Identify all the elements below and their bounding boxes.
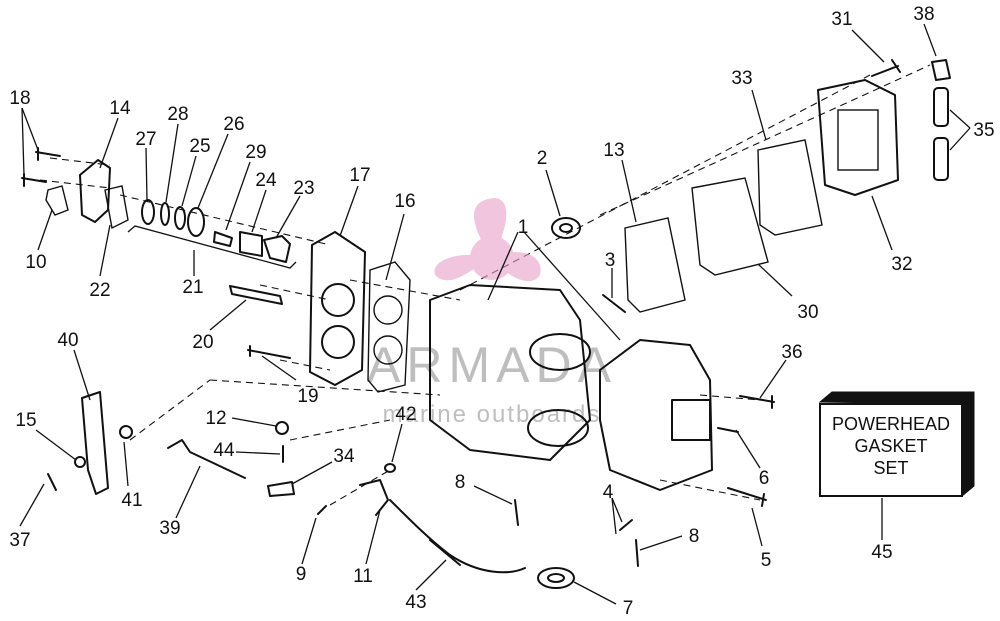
tube-part-35b — [933, 137, 949, 181]
callout-8-left: 8 — [455, 472, 466, 493]
bolt-part-19 — [247, 345, 291, 359]
crankcase — [599, 339, 713, 491]
powerhead-gasket-set-box: POWERHEAD GASKET SET — [818, 391, 975, 498]
callout-17: 17 — [349, 165, 370, 186]
callout-26: 26 — [223, 114, 244, 135]
link-part-43 — [389, 499, 526, 574]
seal-part-2 — [551, 217, 581, 239]
callout-36: 36 — [781, 342, 802, 363]
callout-22: 22 — [89, 280, 110, 301]
callout-12: 12 — [205, 408, 226, 429]
cover-gasket-part-22 — [104, 185, 129, 230]
callout-1: 1 — [518, 217, 529, 238]
callout-39: 39 — [159, 518, 180, 539]
callout-7: 7 — [623, 598, 634, 619]
pin-part-3 — [602, 294, 626, 313]
callout-labels: 1 2 3 4 5 6 7 8 8 9 10 11 12 13 14 15 16… — [9, 4, 994, 619]
gasket-part-10 — [45, 185, 69, 216]
pin-part-4 — [619, 519, 633, 531]
lever-part-40 — [81, 391, 109, 495]
gasket-part-33 — [757, 139, 823, 236]
tube-part-35a — [933, 87, 949, 127]
leader-lines — [19, 23, 971, 605]
callout-15: 15 — [15, 410, 36, 431]
screw-parts-18 — [21, 147, 61, 187]
callout-35: 35 — [973, 120, 994, 141]
callout-44: 44 — [213, 440, 235, 461]
callout-6: 6 — [759, 468, 770, 489]
screw-part-37 — [47, 473, 57, 491]
callout-30: 30 — [797, 302, 818, 323]
link-part-34 — [267, 481, 295, 497]
callout-16: 16 — [394, 191, 415, 212]
callout-27: 27 — [135, 129, 156, 150]
callout-23: 23 — [293, 178, 314, 199]
gasket-set-line-3: SET — [873, 458, 908, 478]
cylinder-block — [429, 284, 591, 461]
callout-10: 10 — [25, 252, 46, 273]
seal-part-7 — [537, 567, 575, 589]
washer-part-41 — [119, 425, 133, 439]
callout-31: 31 — [831, 9, 852, 30]
callout-4: 4 — [603, 482, 614, 503]
callout-42: 42 — [395, 404, 416, 425]
nut-part-12 — [275, 421, 289, 435]
callout-33: 33 — [731, 68, 752, 89]
callout-40: 40 — [57, 330, 78, 351]
callout-11: 11 — [353, 566, 373, 587]
callout-28: 28 — [167, 104, 188, 125]
sensor-part-20 — [229, 285, 283, 305]
watermark-brand: ARMADA — [367, 337, 617, 393]
bolt-part-36 — [739, 395, 775, 409]
callout-29: 29 — [245, 142, 266, 163]
bracket-part-11 — [359, 479, 389, 516]
stud-part-8b — [635, 539, 639, 567]
gasket-part-13 — [624, 217, 686, 313]
gasket-set-line-1: POWERHEAD — [832, 414, 950, 434]
callout-2: 2 — [537, 148, 548, 169]
callout-37: 37 — [9, 530, 30, 551]
callout-24: 24 — [255, 170, 277, 191]
callout-41: 41 — [121, 490, 142, 511]
gasket-part-30 — [691, 177, 769, 276]
callout-13: 13 — [603, 140, 624, 161]
callout-19: 19 — [297, 386, 318, 407]
head-gasket-part-16 — [367, 261, 411, 393]
callout-8-right: 8 — [689, 526, 700, 547]
rod-part-39 — [167, 439, 246, 479]
cylinder-head-part-17 — [309, 231, 366, 386]
gasket-set-line-2: GASKET — [854, 436, 927, 456]
cover-part-32 — [817, 79, 899, 196]
callout-25: 25 — [189, 136, 210, 157]
callout-20: 20 — [192, 332, 213, 353]
callout-32: 32 — [891, 254, 912, 275]
bolt-part-5 — [727, 487, 767, 507]
washer-part-42 — [384, 463, 396, 473]
callout-38: 38 — [913, 4, 934, 25]
callout-45: 45 — [871, 542, 892, 563]
dowel-part-6 — [717, 427, 739, 433]
callout-34: 34 — [333, 446, 355, 467]
fitting-part-38 — [931, 59, 951, 81]
watermark-logo — [434, 198, 541, 282]
callout-18: 18 — [9, 88, 30, 109]
thermostat-stack-parts — [141, 199, 291, 263]
callout-3: 3 — [605, 250, 616, 271]
stud-part-8a — [514, 499, 519, 526]
screw-part-31 — [871, 59, 901, 77]
callout-5: 5 — [761, 550, 772, 571]
callout-43: 43 — [405, 592, 426, 613]
screw-part-9 — [317, 505, 327, 515]
watermark-tagline: marine outboards — [383, 401, 602, 428]
callout-14: 14 — [109, 98, 131, 119]
washer-part-15 — [74, 456, 86, 468]
callout-21: 21 — [182, 277, 203, 298]
callout-9: 9 — [296, 564, 307, 585]
